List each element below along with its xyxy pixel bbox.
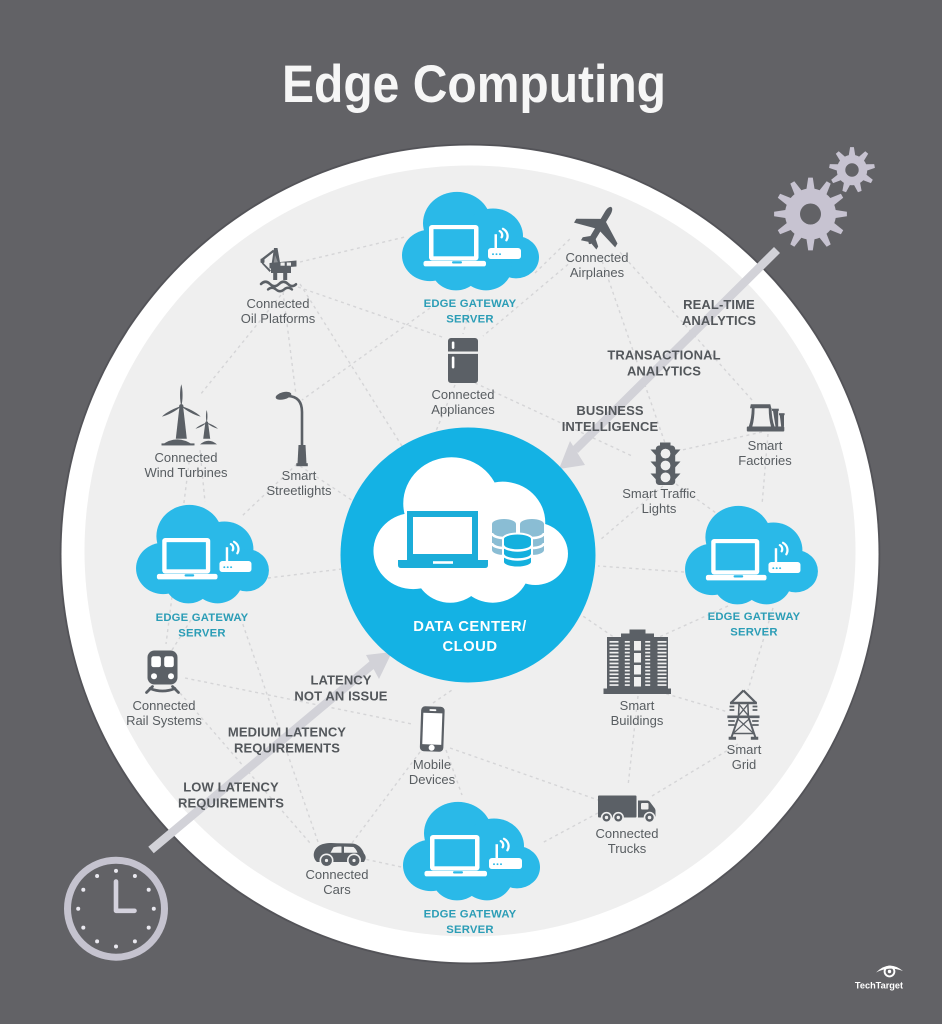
- svg-text:Smart Traffic: Smart Traffic: [622, 486, 696, 501]
- svg-text:Appliances: Appliances: [431, 402, 495, 417]
- svg-text:SERVER: SERVER: [178, 628, 225, 640]
- svg-text:Airplanes: Airplanes: [570, 265, 625, 280]
- svg-text:EDGE GATEWAY: EDGE GATEWAY: [156, 612, 249, 624]
- svg-text:SERVER: SERVER: [730, 627, 777, 639]
- svg-text:Factories: Factories: [738, 453, 792, 468]
- svg-text:Mobile: Mobile: [413, 757, 451, 772]
- svg-text:SERVER: SERVER: [446, 924, 493, 936]
- svg-text:Edge Computing: Edge Computing: [282, 55, 666, 114]
- svg-text:DATA CENTER/: DATA CENTER/: [413, 619, 526, 635]
- svg-text:CLOUD: CLOUD: [442, 639, 497, 655]
- svg-text:Buildings: Buildings: [611, 713, 664, 728]
- svg-text:BUSINESS: BUSINESS: [576, 403, 643, 418]
- svg-text:NOT AN ISSUE: NOT AN ISSUE: [294, 689, 387, 704]
- svg-text:Connected: Connected: [432, 387, 495, 402]
- svg-text:Connected: Connected: [247, 296, 310, 311]
- svg-text:Connected: Connected: [306, 867, 369, 882]
- svg-text:Connected: Connected: [155, 450, 218, 465]
- svg-text:INTELLIGENCE: INTELLIGENCE: [562, 419, 659, 434]
- svg-text:REQUIREMENTS: REQUIREMENTS: [234, 741, 340, 756]
- svg-text:Lights: Lights: [642, 501, 677, 516]
- svg-text:TechTarget: TechTarget: [855, 981, 903, 991]
- svg-text:Connected: Connected: [566, 250, 629, 265]
- svg-text:Rail Systems: Rail Systems: [126, 713, 202, 728]
- svg-text:TRANSACTIONAL: TRANSACTIONAL: [607, 348, 720, 363]
- svg-text:EDGE GATEWAY: EDGE GATEWAY: [424, 909, 517, 921]
- svg-text:LOW LATENCY: LOW LATENCY: [183, 780, 279, 795]
- svg-text:EDGE GATEWAY: EDGE GATEWAY: [708, 611, 801, 623]
- svg-text:SERVER: SERVER: [446, 314, 493, 326]
- svg-text:MEDIUM LATENCY: MEDIUM LATENCY: [228, 725, 346, 740]
- svg-text:REAL-TIME: REAL-TIME: [683, 297, 755, 312]
- svg-text:Connected: Connected: [596, 826, 659, 841]
- svg-text:Oil Platforms: Oil Platforms: [241, 311, 316, 326]
- svg-text:ANALYTICS: ANALYTICS: [627, 364, 701, 379]
- svg-text:ANALYTICS: ANALYTICS: [682, 313, 756, 328]
- svg-text:Connected: Connected: [133, 698, 196, 713]
- svg-text:Devices: Devices: [409, 772, 456, 787]
- svg-text:Streetlights: Streetlights: [266, 483, 332, 498]
- svg-text:EDGE GATEWAY: EDGE GATEWAY: [424, 298, 517, 310]
- svg-text:REQUIREMENTS: REQUIREMENTS: [178, 796, 284, 811]
- svg-text:Smart: Smart: [748, 438, 783, 453]
- svg-text:Cars: Cars: [323, 882, 351, 897]
- svg-text:LATENCY: LATENCY: [310, 673, 371, 688]
- svg-text:Grid: Grid: [732, 757, 757, 772]
- svg-text:Wind Turbines: Wind Turbines: [144, 465, 228, 480]
- svg-text:Smart: Smart: [620, 698, 655, 713]
- svg-text:Smart: Smart: [727, 742, 762, 757]
- svg-text:Trucks: Trucks: [608, 841, 647, 856]
- svg-text:Smart: Smart: [282, 468, 317, 483]
